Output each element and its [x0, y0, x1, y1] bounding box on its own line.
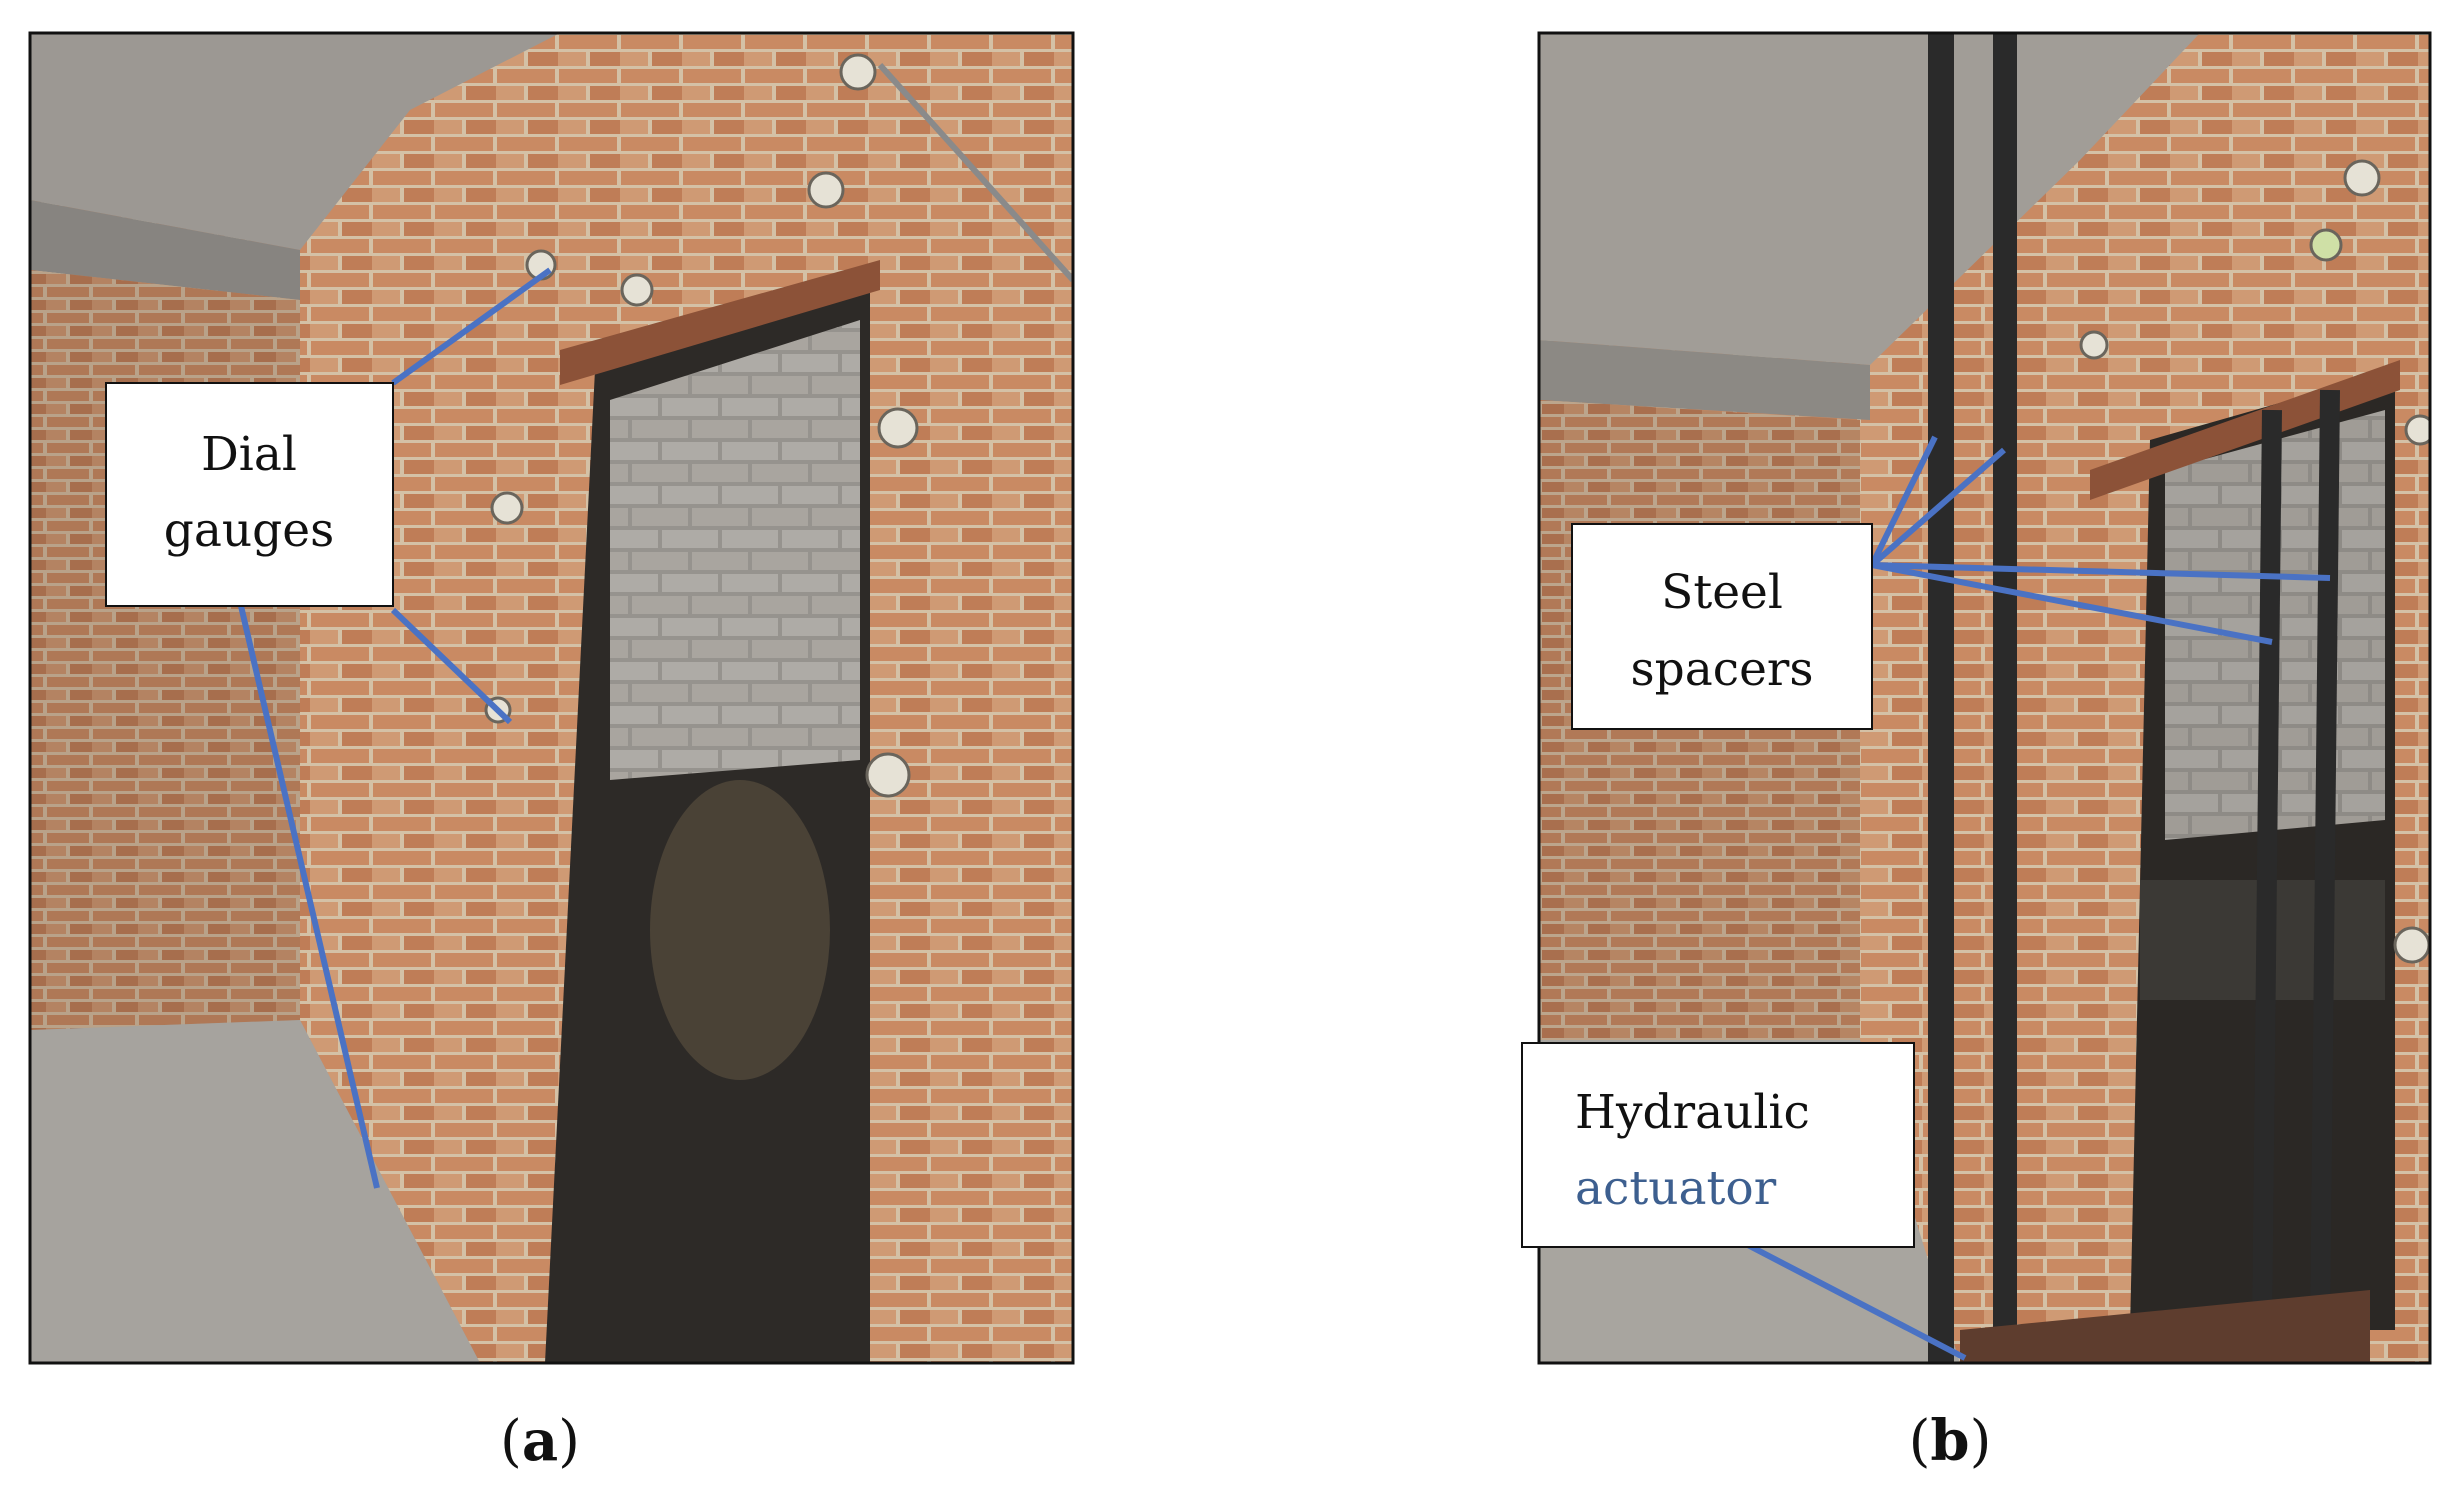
caption-b: (b): [1909, 1408, 1992, 1474]
label-steel-spacers: Steel spacers: [1571, 523, 1873, 730]
hydraulic-actuator-leader: [1740, 1239, 1967, 1361]
panel-b: Steel spacers Hydraulic actuator (b): [1521, 31, 2432, 1474]
label-dial-gauges: Dial gauges: [105, 382, 394, 607]
label-steel-spacers-line-1: Steel: [1661, 565, 1783, 620]
label-steel-spacers-line-2: spacers: [1631, 642, 1814, 697]
label-dial-gauges-line-2: gauges: [164, 503, 334, 558]
caption-a: (a): [500, 1408, 580, 1474]
panel-a: Dial gauges (a): [28, 31, 1075, 1474]
dial-gauges-leaders: [238, 267, 552, 1189]
photo-a: [30, 33, 1073, 1363]
label-hydraulic-actuator-line-1: Hydraulic: [1575, 1085, 1810, 1140]
steel-spacers-leaders: [1869, 435, 2331, 645]
label-hydraulic-actuator: Hydraulic actuator: [1521, 1042, 1915, 1248]
photo-b-frame: [1537, 31, 2432, 1365]
label-hydraulic-actuator-line-2: actuator: [1575, 1161, 1777, 1216]
label-dial-gauges-line-1: Dial: [201, 427, 297, 482]
photo-a-frame: [28, 31, 1075, 1365]
